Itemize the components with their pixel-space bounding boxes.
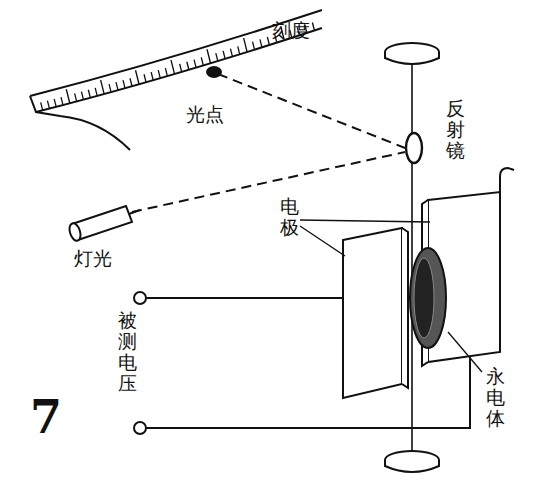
- scale-tick: [123, 80, 125, 88]
- leader-line: [300, 220, 430, 222]
- scale-tick: [66, 89, 70, 103]
- mirror: [406, 133, 422, 163]
- scale-tick: [109, 84, 111, 92]
- scale-tick: [201, 57, 203, 65]
- terminal: [134, 292, 146, 304]
- lamp-tip: [129, 210, 140, 214]
- scale-tick: [207, 49, 211, 63]
- scale-tick: [41, 102, 43, 110]
- scale-tick: [238, 46, 240, 54]
- scale-tick: [101, 80, 105, 94]
- electret-core: [414, 258, 434, 338]
- scale-tick: [312, 22, 314, 30]
- scale-tick: [194, 60, 196, 68]
- scale-tick: [151, 72, 153, 80]
- scale-tick: [244, 38, 248, 52]
- lamp-label: 灯光: [74, 248, 112, 269]
- scale-tick: [180, 64, 182, 72]
- scale-tick: [61, 97, 63, 105]
- scale-tick: [81, 92, 83, 100]
- scale-tick: [216, 53, 218, 61]
- scale-tick: [187, 62, 189, 70]
- electrode-label: 电极: [280, 196, 299, 238]
- light-spot: [207, 67, 221, 77]
- scale-tick: [47, 101, 49, 109]
- lamp-end: [67, 222, 82, 242]
- scale-tick: [136, 70, 140, 84]
- scale-tick: [95, 88, 97, 96]
- voltage-label: 被测电压: [118, 310, 137, 394]
- figure-number: 7: [30, 392, 62, 443]
- leader-line: [300, 226, 345, 256]
- right-electrode-lead: [500, 168, 514, 192]
- scale-tick: [54, 99, 56, 107]
- mirror-label: 反射镜: [446, 98, 465, 161]
- top-disk-edge: [385, 52, 439, 64]
- scale-edge: [30, 10, 322, 96]
- scale-base: [30, 96, 130, 150]
- left-electrode-edge: [402, 228, 408, 388]
- scale-tick: [260, 39, 262, 47]
- scale-tick: [230, 49, 232, 57]
- terminal: [134, 422, 146, 434]
- scale-tick: [267, 37, 269, 45]
- left-electrode: [343, 228, 402, 398]
- incident-beam: [132, 152, 405, 212]
- electret-label: 永电体: [486, 366, 505, 429]
- suspension-fiber: [411, 58, 413, 458]
- reflected-beam: [218, 74, 405, 148]
- wire: [146, 356, 470, 428]
- scale-tick: [158, 70, 160, 78]
- wire: [146, 297, 343, 299]
- scale-tick: [165, 68, 167, 76]
- leader-line: [448, 332, 482, 372]
- scale-tick: [130, 78, 132, 86]
- scale-tick: [75, 93, 77, 101]
- scale-tick: [253, 42, 255, 50]
- scale-tick: [171, 60, 175, 74]
- scale-tick: [144, 74, 146, 82]
- bottom-disk-edge: [385, 460, 439, 472]
- spot-label: 光点: [186, 104, 224, 125]
- scale-tick: [88, 90, 90, 98]
- electret: [410, 248, 446, 348]
- scale-tick: [223, 51, 225, 59]
- scale-tick: [116, 82, 118, 90]
- scale-label: 刻度: [272, 20, 310, 41]
